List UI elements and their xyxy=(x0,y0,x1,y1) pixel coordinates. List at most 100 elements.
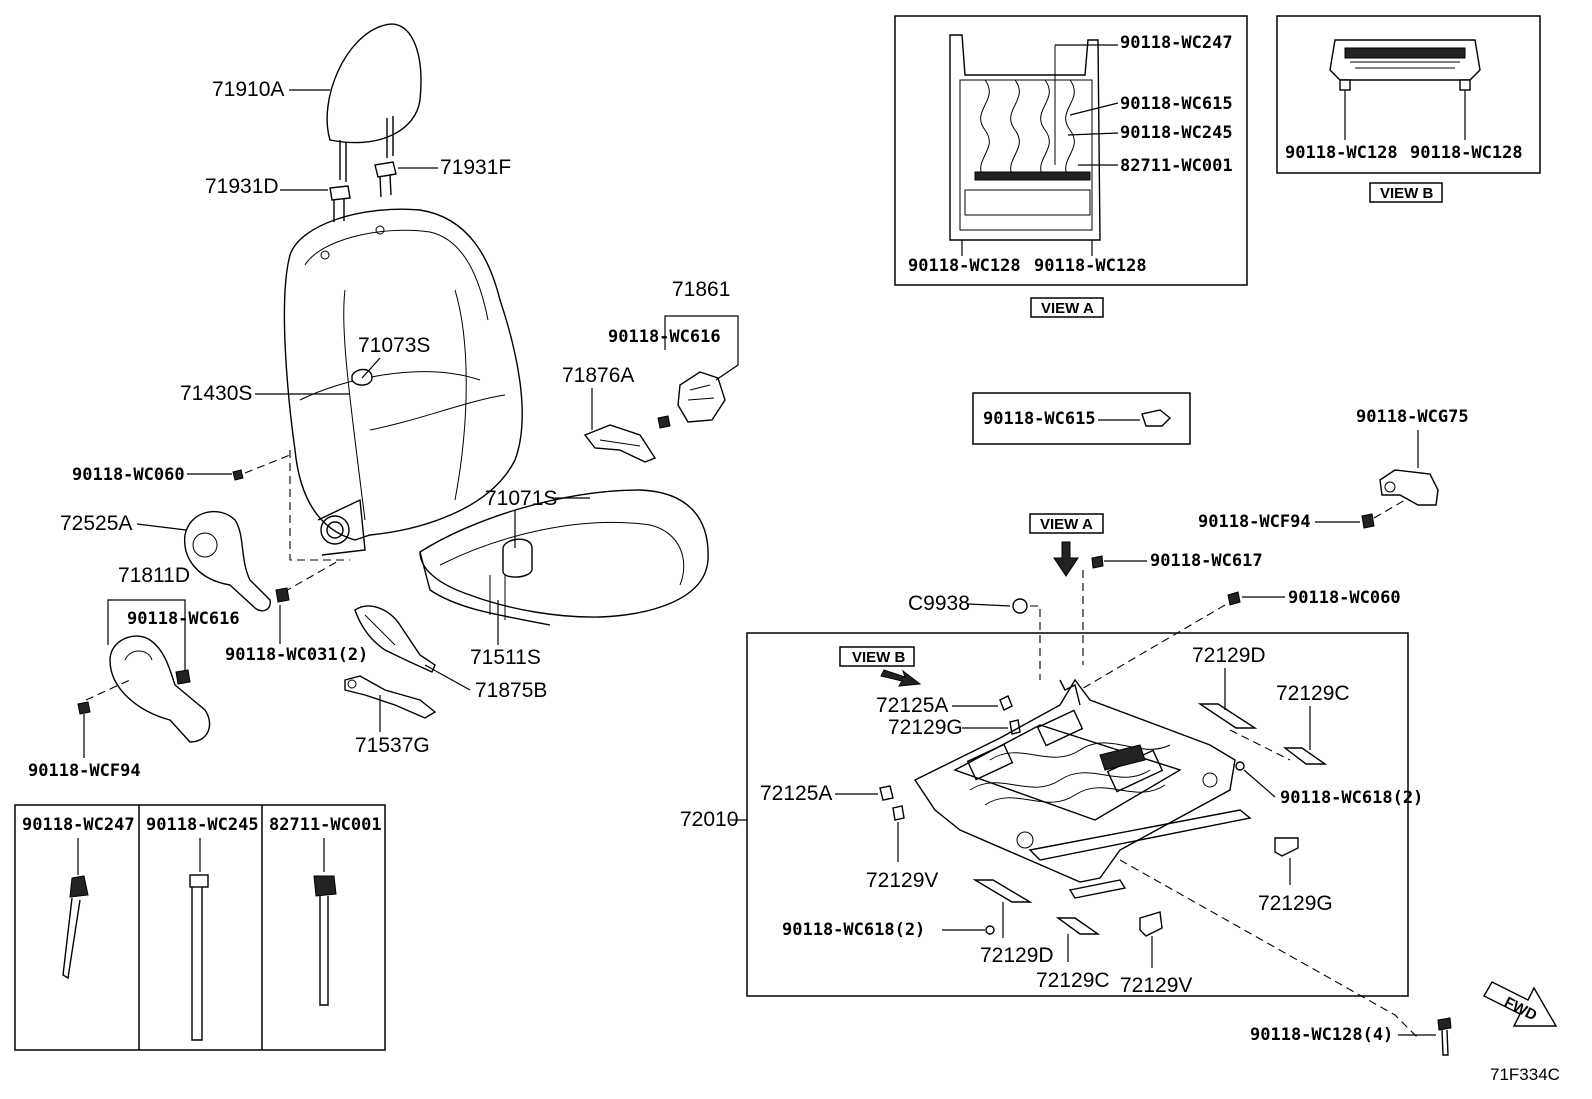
view-b-box xyxy=(1276,15,1541,174)
label-WCG75: 90118-WCG75 xyxy=(1356,407,1469,427)
bracket-WCG75 xyxy=(1379,469,1439,506)
assembly-71861-part xyxy=(657,371,726,429)
label-WC616-shield: 90118-WC616 xyxy=(127,609,240,629)
part-72129D-top xyxy=(1197,703,1258,729)
view-b-caption-box xyxy=(1369,182,1443,203)
label-72129C-top: 72129C xyxy=(1276,682,1350,705)
part-72129V-left-part xyxy=(892,805,905,821)
legend-header-WC247: 90118-WC247 xyxy=(22,815,135,835)
washer-C9938 xyxy=(1012,598,1028,614)
label-WC031: 90118-WC031(2) xyxy=(225,645,368,665)
label-71511S: 71511S xyxy=(470,646,541,669)
part-72129G-right xyxy=(1274,837,1299,857)
label-WCF94-left: 90118-WCF94 xyxy=(28,761,141,781)
label-71071S: 71071S xyxy=(485,487,557,510)
label-WC060-right: 90118-WC060 xyxy=(1288,588,1401,608)
part-72125A-left xyxy=(879,785,894,801)
label-72129D-top: 72129D xyxy=(1192,644,1266,667)
part-72129C-top xyxy=(1282,747,1328,765)
label-WC618-right: 90118-WC618(2) xyxy=(1280,788,1423,808)
label-WC060-left: 90118-WC060 xyxy=(72,465,185,485)
view-a-label-WC245: 90118-WC245 xyxy=(1120,123,1233,143)
label-71876A: 71876A xyxy=(562,364,634,387)
screw-WCF94-left xyxy=(77,701,91,715)
screw-WC031 xyxy=(275,587,290,603)
shield-71811D xyxy=(109,635,211,743)
view-b-rail xyxy=(1329,39,1481,91)
part-72129C-bottom xyxy=(1055,917,1101,935)
label-WC615-box: 90118-WC615 xyxy=(983,409,1096,429)
headrest-71910A xyxy=(326,23,422,182)
bracket-71537G xyxy=(344,675,437,719)
label-C9938: C9938 xyxy=(908,592,970,615)
legend-clip-WC247 xyxy=(62,838,89,980)
view-a-label-WC128-right: 90118-WC128 xyxy=(1034,256,1147,276)
label-71811D: 71811D xyxy=(118,564,190,587)
seat-frame-72010 xyxy=(913,678,1252,899)
label-71931F: 71931F xyxy=(440,156,511,179)
view-a-arrow-box xyxy=(1029,513,1104,534)
legend-header-82711: 82711-WC001 xyxy=(269,815,382,835)
view-a-label-WC247: 90118-WC247 xyxy=(1120,33,1233,53)
legend-table xyxy=(14,804,386,1051)
bracket-71876A xyxy=(583,424,657,463)
label-72125A-left: 72125A xyxy=(760,782,832,805)
label-72125A-top: 72125A xyxy=(876,694,948,717)
label-71875B: 71875B xyxy=(475,679,547,702)
label-71537G: 71537G xyxy=(355,734,430,757)
seat-frame-box xyxy=(746,632,1409,997)
label-71910A: 71910A xyxy=(212,78,284,101)
label-72129G-top: 72129G xyxy=(888,716,963,739)
label-71430S: 71430S xyxy=(180,382,252,405)
bracket-71875B xyxy=(354,605,436,673)
part-72129D-bottom xyxy=(972,879,1033,903)
fwd-arrow xyxy=(1483,981,1558,1027)
view-a-box xyxy=(894,15,1248,286)
screw-WCF94-right xyxy=(1361,513,1375,529)
label-WC616-upper: 90118-WC616 xyxy=(608,327,721,347)
screw-WC617 xyxy=(1091,555,1104,569)
guide-71931F xyxy=(374,161,397,198)
part-72125A-top xyxy=(999,695,1013,711)
view-b-label-WC128-right: 90118-WC128 xyxy=(1410,143,1523,163)
view-b-arrow-label: VIEW B xyxy=(852,649,906,666)
view-a-caption-box xyxy=(1030,297,1104,318)
view-b-caption: VIEW B xyxy=(1380,185,1434,202)
label-72129V-left: 72129V xyxy=(866,869,938,892)
recliner-mechanism xyxy=(317,498,366,556)
label-72129V-bottom: 72129V xyxy=(1120,974,1192,997)
label-72129G-right: 72129G xyxy=(1258,892,1333,915)
wc615-box xyxy=(972,392,1191,445)
view-a-label-WC615: 90118-WC615 xyxy=(1120,94,1233,114)
view-a-arrow xyxy=(1053,541,1079,577)
legend-clip-82711 xyxy=(313,838,337,1006)
view-b-arrow xyxy=(880,669,922,687)
clip-WC618-right xyxy=(1235,761,1245,771)
screw-WC060-left xyxy=(232,469,244,481)
label-WC128-4: 90118-WC128(4) xyxy=(1250,1025,1393,1045)
legend-band-WC245 xyxy=(189,838,209,1041)
clip-WC618-left xyxy=(985,925,995,935)
recliner-cover-72525A xyxy=(184,510,271,612)
view-a-caption: VIEW A xyxy=(1041,300,1094,317)
label-72129D-bottom: 72129D xyxy=(980,944,1054,967)
label-72129C-bottom: 72129C xyxy=(1036,969,1110,992)
label-WC618-left: 90118-WC618(2) xyxy=(782,920,925,940)
label-71073S: 71073S xyxy=(358,334,430,357)
legend-header-WC245: 90118-WC245 xyxy=(146,815,259,835)
label-72525A: 72525A xyxy=(60,512,132,535)
clip-WC616-shield xyxy=(175,669,191,685)
part-72129G-top xyxy=(1009,719,1021,735)
screw-WC060-right xyxy=(1227,591,1241,606)
view-b-label-WC128-left: 90118-WC128 xyxy=(1285,143,1398,163)
label-WC617: 90118-WC617 xyxy=(1150,551,1263,571)
seat-cushion xyxy=(419,489,709,626)
diagram-code: 71F334C xyxy=(1490,1065,1560,1084)
label-71931D: 71931D xyxy=(205,175,279,198)
label-72010: 72010 xyxy=(680,808,738,831)
view-a-label-WC128-left: 90118-WC128 xyxy=(908,256,1021,276)
label-WCF94-right: 90118-WCF94 xyxy=(1198,512,1311,532)
label-71861: 71861 xyxy=(672,278,730,301)
view-a-label-82711: 82711-WC001 xyxy=(1120,156,1233,176)
